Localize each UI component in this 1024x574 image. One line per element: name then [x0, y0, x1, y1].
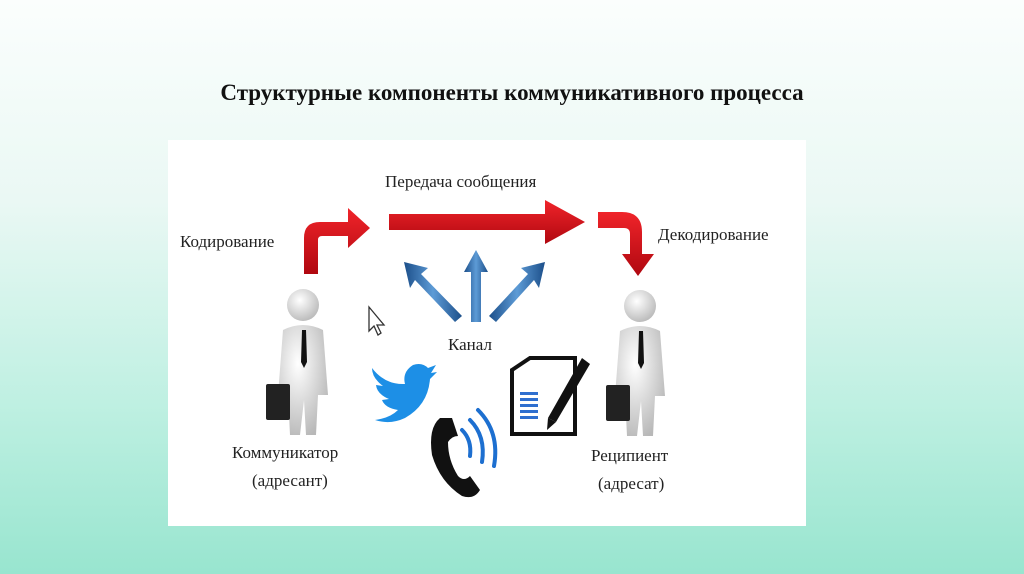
receiver-sublabel: (адресат)	[598, 474, 664, 493]
sender-label: Коммуникатор	[232, 443, 338, 462]
encoding-label: Кодирование	[180, 232, 274, 251]
transmission-arrow-icon	[389, 200, 585, 244]
communication-diagram: Кодирование Передача сообщения Декодиров…	[168, 140, 806, 526]
slide-title: Структурные компоненты коммуникативного …	[220, 80, 804, 105]
decoding-arrow-icon	[598, 212, 654, 276]
briefcase-icon	[606, 385, 630, 421]
decoding-label: Декодирование	[658, 225, 769, 244]
phone-icon	[431, 408, 498, 498]
receiver-person-icon	[606, 290, 665, 436]
sender-sublabel: (адресант)	[252, 471, 328, 490]
mouse-cursor-icon	[368, 305, 386, 336]
channel-label: Канал	[448, 335, 492, 354]
twitter-bird-icon	[372, 364, 437, 423]
document-pen-icon	[510, 356, 590, 436]
channel-arrows-icon	[404, 250, 545, 322]
receiver-label: Реципиент	[591, 446, 669, 465]
diagram-canvas: Кодирование Передача сообщения Декодиров…	[180, 172, 769, 498]
briefcase-icon	[266, 384, 290, 420]
sender-person-icon	[266, 289, 328, 435]
transmission-label: Передача сообщения	[385, 172, 537, 191]
encoding-arrow-icon	[304, 208, 370, 274]
